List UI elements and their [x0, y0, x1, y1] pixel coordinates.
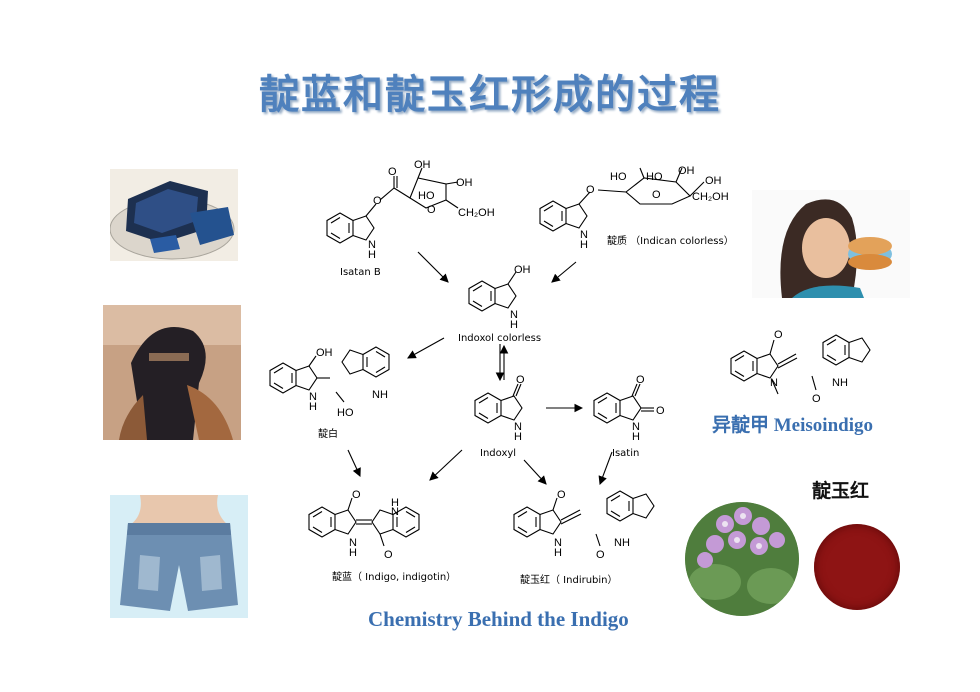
- indirubin-atoms: O O N H NH: [554, 489, 630, 561]
- svg-text:OH: OH: [414, 159, 431, 171]
- indoxol-atoms: OH N H: [510, 264, 531, 331]
- svg-text:OH: OH: [678, 165, 695, 177]
- indoxol-label: Indoxol colorless: [458, 333, 541, 344]
- indirubin-structure: [513, 490, 655, 547]
- woman-with-burger-photo: [752, 190, 910, 298]
- svg-text:O: O: [516, 374, 525, 386]
- svg-text:O: O: [352, 489, 361, 501]
- arrow-leuco-to-indigo: [347, 449, 361, 477]
- tuareg-man-photo: [103, 305, 241, 440]
- svg-text:O: O: [774, 329, 783, 341]
- indigo-structure: [308, 497, 420, 547]
- indirubin-label: 靛玉红（ Indirubin）: [520, 573, 618, 586]
- isatin-atoms: O O N H: [632, 374, 665, 443]
- svg-text:O: O: [557, 489, 566, 501]
- isatan-b-structure: [326, 167, 459, 244]
- svg-text:N: N: [309, 391, 317, 403]
- meisoindigo-structure: [730, 334, 871, 395]
- svg-text:N: N: [510, 309, 518, 321]
- svg-text:N: N: [368, 239, 376, 251]
- isatan-b-atoms: O O OH HO O OH CH₂OH N H: [368, 159, 495, 261]
- svg-text:H: H: [632, 431, 640, 443]
- svg-text:O: O: [586, 184, 595, 196]
- strobilanthes-flower-photo: [685, 502, 799, 616]
- svg-text:O: O: [656, 405, 665, 417]
- indican-structure: [539, 167, 705, 232]
- meisoindigo-label: 异靛甲 Meisoindigo: [712, 415, 873, 436]
- arrow-isatin-to-indirubin: [598, 451, 613, 486]
- arrow-isatan-to-indoxol: [417, 251, 449, 283]
- leucoindigo-label: 靛白: [318, 427, 338, 440]
- svg-text:H: H: [580, 239, 588, 251]
- svg-text:HO: HO: [418, 190, 435, 202]
- isatin-label: Isatin: [612, 448, 639, 459]
- svg-text:O: O: [652, 189, 661, 201]
- svg-text:O: O: [812, 393, 821, 405]
- indoxol-structure: [468, 271, 517, 312]
- svg-text:H: H: [391, 497, 399, 509]
- indican-atoms: O HO HO OH O OH CH₂OH N H: [580, 165, 729, 251]
- svg-text:N: N: [770, 377, 778, 389]
- indirubin-powder-photo: [814, 524, 900, 610]
- arrow-indoxol-to-leuco: [407, 337, 445, 359]
- svg-text:CH₂OH: CH₂OH: [458, 207, 495, 219]
- svg-text:HO: HO: [610, 171, 627, 183]
- denim-shorts-photo: [110, 495, 248, 618]
- indoxyl-atoms: O N H: [514, 374, 525, 443]
- leucoindigo-atoms: OH HO N H NH: [309, 347, 388, 419]
- svg-text:OH: OH: [514, 264, 531, 276]
- indigo-label: 靛蓝（ Indigo, indigotin）: [332, 570, 456, 583]
- svg-text:NH: NH: [832, 377, 848, 389]
- svg-text:OH: OH: [316, 347, 333, 359]
- svg-text:O: O: [596, 549, 605, 561]
- svg-text:CH₂OH: CH₂OH: [692, 191, 729, 203]
- svg-text:N: N: [391, 506, 399, 518]
- svg-text:N: N: [554, 537, 562, 549]
- svg-text:O: O: [388, 166, 397, 178]
- indoxyl-structure: [474, 383, 523, 424]
- reaction-arrows: [347, 251, 613, 486]
- svg-text:HO: HO: [646, 171, 663, 183]
- indoxyl-label: Indoxyl: [480, 448, 516, 459]
- page-title: 靛蓝和靛玉红形成的过程: [259, 72, 721, 118]
- svg-text:O: O: [384, 549, 393, 561]
- svg-text:H: H: [514, 431, 522, 443]
- svg-text:NH: NH: [372, 389, 388, 401]
- arrow-indoxyl-to-indirubin: [523, 459, 547, 485]
- svg-text:H: H: [554, 547, 562, 559]
- leucoindigo-structure: [269, 346, 390, 403]
- indican-label: 靛质 （Indican colorless）: [607, 234, 734, 247]
- meisoindigo-atoms: O O N NH: [770, 329, 848, 405]
- svg-text:H: H: [349, 547, 357, 559]
- arrow-indican-to-indoxol: [551, 261, 577, 283]
- svg-text:NH: NH: [614, 537, 630, 549]
- svg-text:N: N: [349, 537, 357, 549]
- svg-text:OH: OH: [705, 175, 722, 187]
- svg-text:H: H: [309, 401, 317, 413]
- isatan-b-label: Isatan B: [340, 267, 381, 278]
- footer-caption: Chemistry Behind the Indigo: [368, 607, 629, 631]
- svg-text:O: O: [636, 374, 645, 386]
- svg-text:O: O: [427, 204, 436, 216]
- svg-text:H: H: [368, 249, 376, 261]
- arrow-indoxyl-to-indigo: [429, 449, 463, 481]
- svg-text:N: N: [632, 421, 640, 433]
- indirubin-cn-label: 靛玉红: [812, 480, 870, 502]
- indigo-dye-lump-photo: [110, 169, 238, 261]
- isatin-structure: [593, 383, 654, 424]
- svg-text:N: N: [580, 229, 588, 241]
- svg-text:HO: HO: [337, 407, 354, 419]
- svg-text:OH: OH: [456, 177, 473, 189]
- indigo-atoms: O O N H H N: [349, 489, 399, 561]
- svg-text:H: H: [510, 319, 518, 331]
- svg-text:N: N: [514, 421, 522, 433]
- svg-text:O: O: [373, 195, 382, 207]
